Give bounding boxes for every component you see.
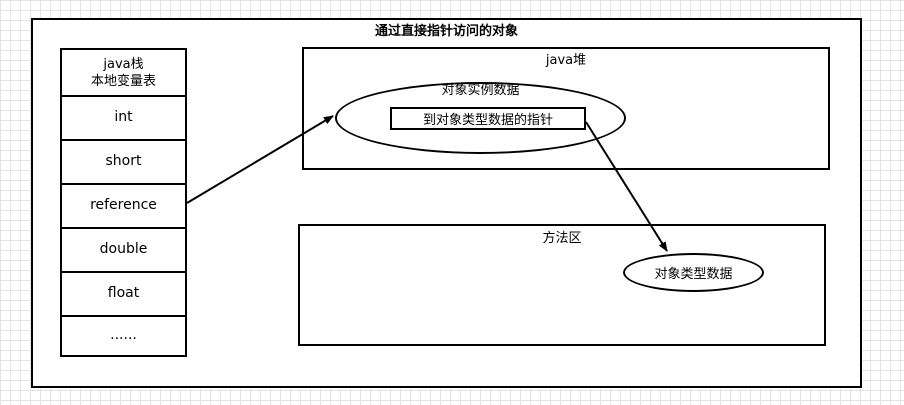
java-stack-table: java栈 本地变量表 int short reference double f… [60,48,187,357]
stack-item-ellipsis: ...... [110,327,137,343]
diagram-title: 通过直接指针访问的对象 [374,24,518,39]
method-area-label: 方法区 [542,231,582,246]
stack-item-short: short [62,139,185,185]
pointer-to-type-data-arrow [585,121,668,252]
object-type-data-ellipse: 对象类型数据 [623,253,764,292]
reference-to-instance-arrow [186,115,334,204]
stack-header: java栈 本地变量表 [62,50,185,97]
object-type-data-label: 对象类型数据 [654,267,733,282]
stack-item-reference: reference [62,183,185,229]
java-heap-label: java堆 [545,53,587,68]
stack-item-int: int [62,95,185,141]
stack-item-double: double [62,227,185,273]
stack-header-line2: 本地变量表 [90,73,156,89]
type-pointer-label: 到对象类型数据的指针 [422,113,553,128]
type-pointer-box: 到对象类型数据的指针 [390,107,586,130]
object-instance-label: 对象实例数据 [441,83,520,98]
stack-item-float: float [62,271,185,317]
stack-header-line1: java栈 [103,56,144,72]
